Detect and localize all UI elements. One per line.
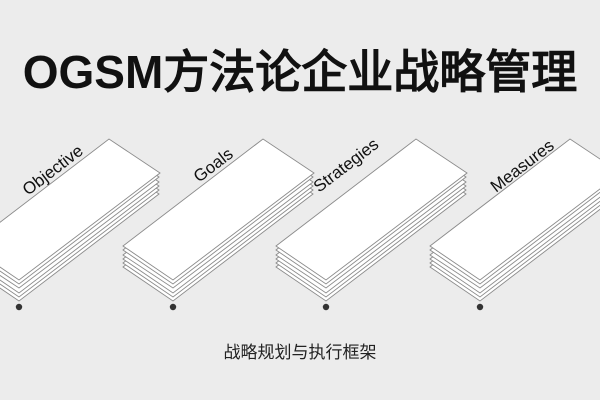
subtitle: 战略规划与执行框架 bbox=[223, 343, 377, 363]
stack-measures: Measures bbox=[429, 136, 600, 311]
stack-objective: Objective bbox=[0, 138, 161, 311]
stack-strategies: Strategies bbox=[275, 135, 468, 311]
sheet-stack-icon bbox=[0, 138, 161, 311]
page-title: OGSM方法论企业战略管理 bbox=[22, 46, 578, 98]
stack-goals: Goals bbox=[122, 138, 315, 311]
sheet-stack-icon bbox=[275, 138, 468, 311]
